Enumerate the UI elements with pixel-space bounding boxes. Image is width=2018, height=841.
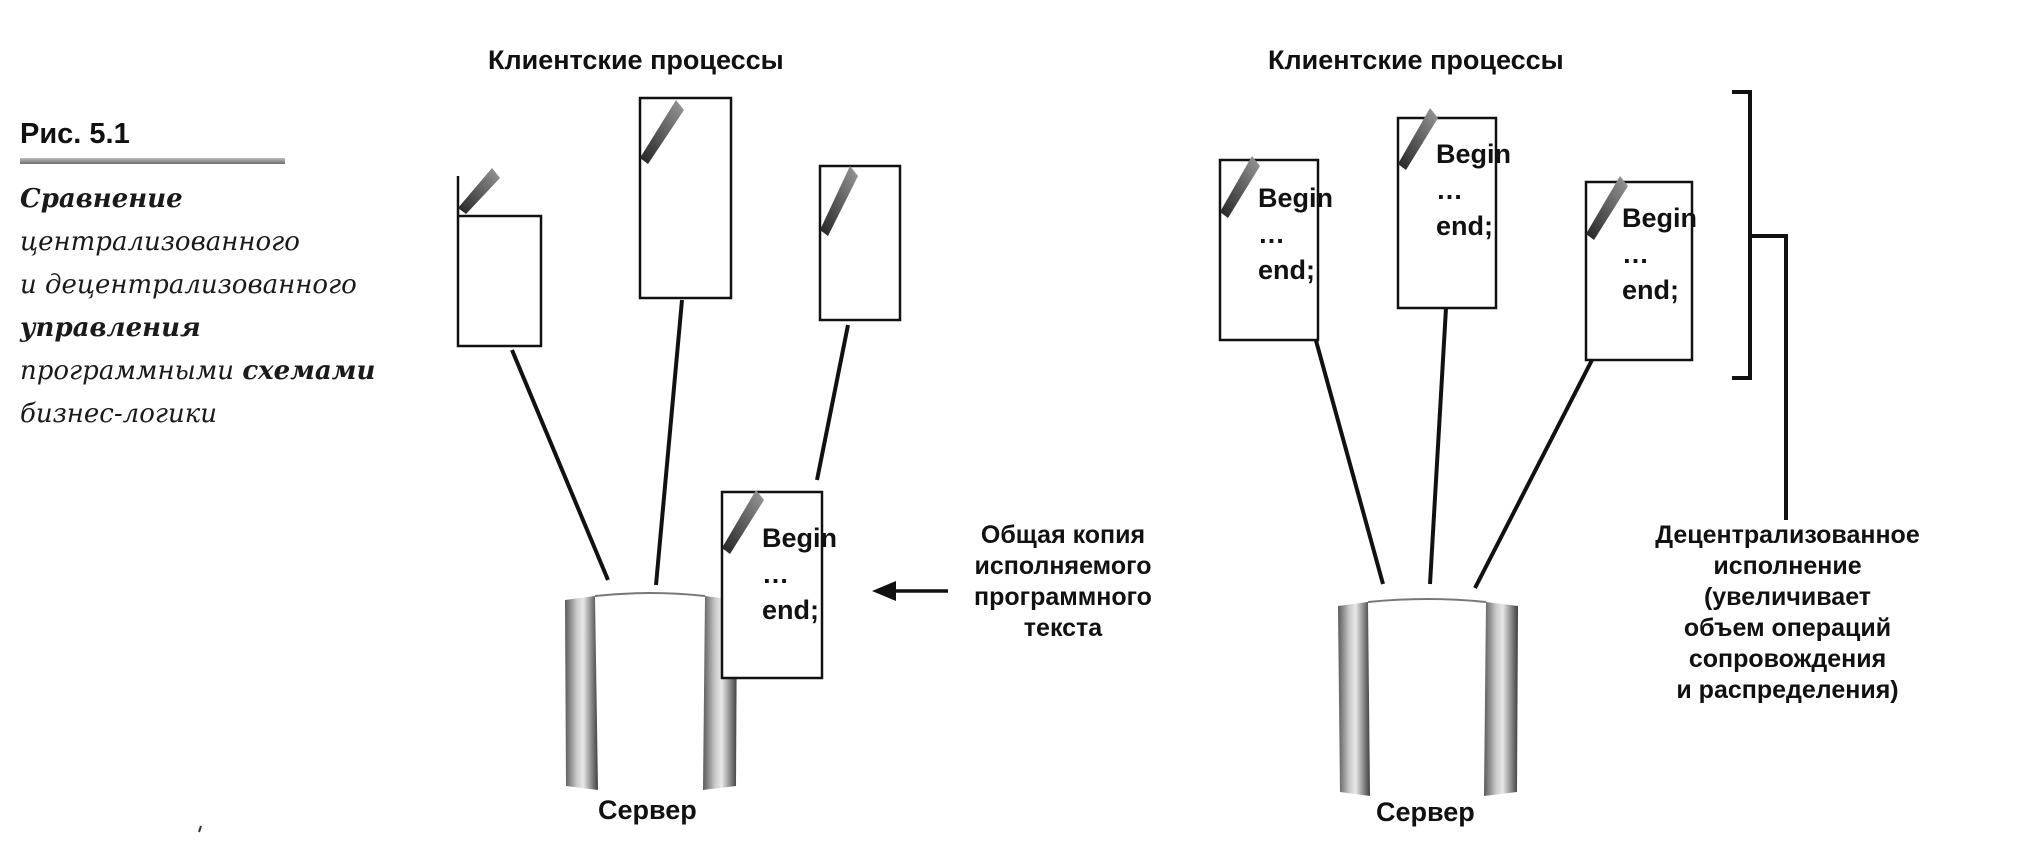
figure-divider <box>20 158 285 164</box>
caption-line: управления <box>20 307 375 350</box>
note-line: текста <box>1023 614 1103 642</box>
code-line: end; <box>762 595 819 625</box>
server-label: Сервер <box>598 795 697 825</box>
figure-caption: Сравнение централизованного и децентрализо… <box>20 178 375 436</box>
code-line: end; <box>1622 275 1679 305</box>
caption-line: программными схемами <box>20 350 375 393</box>
code-line: … <box>1258 219 1285 249</box>
caption-line: Сравнение <box>20 178 375 221</box>
code-line: Begin <box>1436 139 1512 169</box>
client-document <box>1584 176 1694 362</box>
code-line: Begin <box>1258 183 1334 213</box>
client-processes-title: Клиентские процессы <box>1268 45 1564 75</box>
caption-line: бизнес-логики <box>20 393 375 436</box>
note-line: исполняемого <box>974 552 1152 580</box>
connection-line <box>1313 336 1385 585</box>
caption-text: управления <box>20 313 201 343</box>
shared-copy-document <box>720 490 824 680</box>
caption-text: бизнес-логики <box>20 399 218 429</box>
client-processes-title: Клиентские процессы <box>488 45 784 75</box>
caption-text: и децентрализованного <box>20 270 357 300</box>
note-line: исполнение <box>1713 552 1862 580</box>
note-line: сопровождения <box>1688 645 1887 673</box>
code-line: … <box>1622 239 1649 269</box>
connection-line <box>510 349 610 581</box>
note-line: объем операций <box>1683 614 1892 642</box>
caption-text: программными <box>20 356 243 386</box>
note-line: программного <box>974 583 1152 611</box>
arrow-icon <box>872 581 948 601</box>
code-line: Begin <box>1622 203 1698 233</box>
client-document <box>456 168 543 348</box>
connection-line <box>815 324 850 481</box>
caption-line: и децентрализованного <box>20 264 375 307</box>
connection-line <box>1473 359 1594 589</box>
code-line: end; <box>1258 255 1315 285</box>
client-document <box>1396 108 1498 310</box>
note-line: Общая копия <box>980 521 1146 549</box>
server-cylinder <box>1338 598 1518 796</box>
connection-line <box>1428 307 1448 585</box>
note-line: (увеличивает <box>1703 583 1872 611</box>
client-document <box>638 96 733 300</box>
note-line: Децентрализованное <box>1655 521 1920 549</box>
code-line: Begin <box>762 523 838 553</box>
code-line: … <box>762 559 789 589</box>
note-line: и распределения) <box>1676 676 1899 704</box>
code-line: end; <box>1436 211 1493 241</box>
decentralized-note: Децентрализованное исполнение (увеличива… <box>1655 520 1920 706</box>
shared-copy-code: Begin … end; <box>762 520 837 628</box>
shared-copy-note: Общая копия исполняемого программного те… <box>953 520 1173 644</box>
code-line: … <box>1436 175 1463 205</box>
client-code: Begin … end; <box>1436 136 1511 244</box>
client-code: Begin … end; <box>1622 200 1697 308</box>
stray-mark <box>198 825 202 833</box>
server-cylinder <box>565 592 737 790</box>
caption-text: схемами <box>242 356 376 386</box>
client-document <box>818 164 902 322</box>
caption-text: централизованного <box>20 227 300 257</box>
connection-line <box>654 299 684 586</box>
client-code: Begin … end; <box>1258 180 1333 288</box>
caption-text: Сравнение <box>20 184 183 214</box>
client-document <box>1218 156 1320 342</box>
figure-number: Рис. 5.1 <box>20 118 130 150</box>
server-label: Сервер <box>1376 797 1475 827</box>
client-group-bracket <box>1732 90 1788 520</box>
caption-line: централизованного <box>20 221 375 264</box>
